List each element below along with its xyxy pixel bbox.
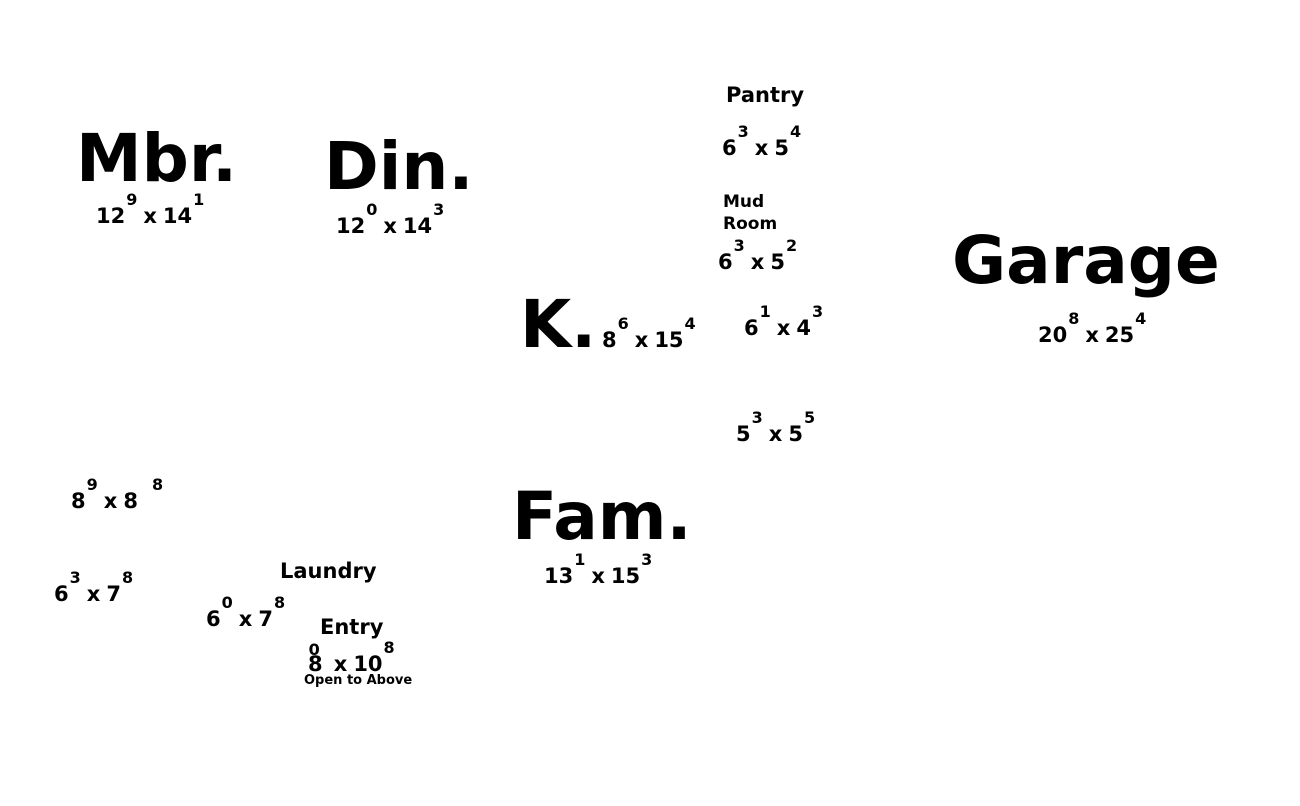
room-note-entry: Open to Above — [304, 673, 413, 688]
room-label-din: Din. — [324, 128, 474, 205]
room-label-mud-room: Mud Room — [723, 192, 778, 234]
room-label-fam: Fam. — [512, 478, 692, 555]
room-label-entry: Entry — [320, 615, 384, 639]
room-label-mbr: Mbr. — [76, 120, 238, 197]
room-label-pantry: Pantry — [726, 83, 805, 107]
room-label-laundry: Laundry — [280, 559, 377, 583]
room-label-kitchen: K. — [520, 286, 597, 363]
room-label-garage: Garage — [952, 222, 1220, 299]
